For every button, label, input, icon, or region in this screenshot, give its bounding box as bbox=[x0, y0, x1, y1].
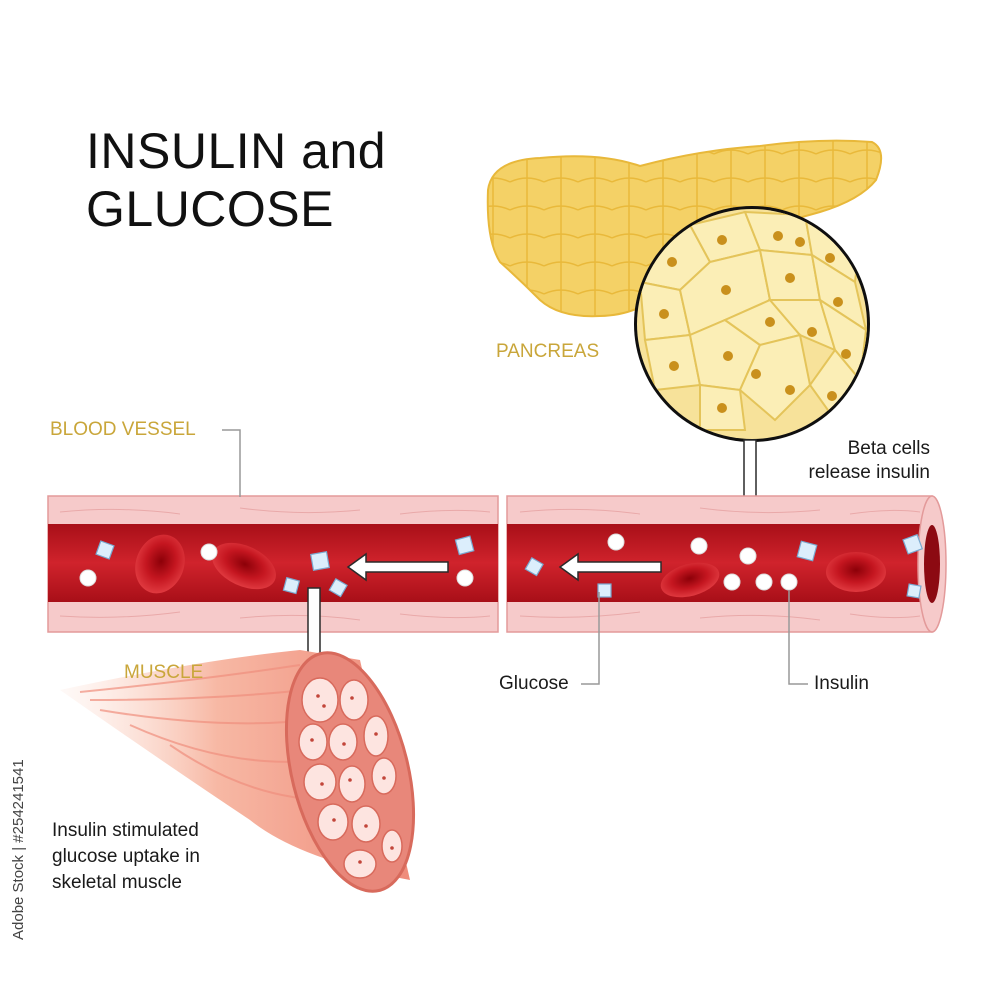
muscle-label: MUSCLE bbox=[124, 662, 204, 683]
red-blood-cells bbox=[135, 534, 886, 598]
stock-id-text: Adobe Stock | #254241541 bbox=[10, 759, 27, 940]
insulin-molecules bbox=[79, 533, 798, 591]
beta-cells-line-1: Beta cells bbox=[847, 438, 930, 459]
stock-watermark-id: Adobe Stock | #254241541 bbox=[6, 759, 34, 942]
pancreas-label: PANCREAS bbox=[496, 341, 600, 362]
muscle-note-line-3: skeletal muscle bbox=[52, 872, 182, 893]
insulin-label: Insulin bbox=[814, 673, 869, 694]
muscle-note-line-2: glucose uptake in bbox=[52, 846, 200, 867]
blood-vessel-label: BLOOD VESSEL bbox=[50, 419, 196, 440]
title-line-2: GLUCOSE bbox=[86, 181, 335, 237]
beta-cells-line-2: release insulin bbox=[808, 462, 930, 483]
beta-cells-magnified bbox=[634, 206, 870, 442]
blood-flow-arrows bbox=[346, 552, 662, 582]
leader-lines bbox=[222, 429, 808, 685]
beta-cells-caption: Beta cells release insulin bbox=[770, 437, 930, 485]
muscle-note-line-1: Insulin stimulated bbox=[52, 820, 199, 841]
muscle-uptake-caption: Insulin stimulated glucose uptake in ske… bbox=[52, 818, 200, 896]
glucose-label: Glucose bbox=[499, 673, 569, 694]
page-title: INSULIN and GLUCOSE bbox=[86, 122, 386, 238]
title-line-1: INSULIN and bbox=[86, 123, 387, 179]
skeletal-muscle bbox=[60, 650, 416, 893]
glucose-molecules bbox=[95, 533, 924, 599]
